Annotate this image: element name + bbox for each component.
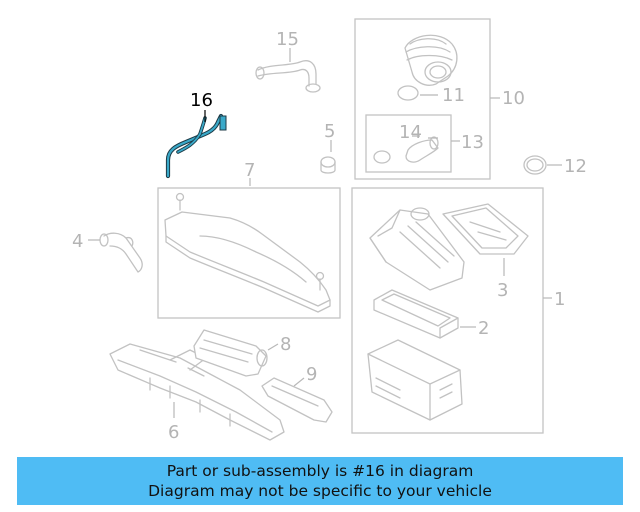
part-12-clamp[interactable] — [523, 155, 547, 175]
part-3-cover[interactable] — [442, 203, 529, 255]
part-16-tube[interactable] — [165, 113, 227, 179]
part-15-hose[interactable] — [255, 60, 321, 93]
part-5-grommet[interactable] — [320, 156, 336, 174]
part-8-resonator[interactable] — [193, 329, 268, 377]
parts-diagram: 15 16 5 10 11 13 14 — [72, 18, 587, 443]
part-9-seal[interactable] — [261, 377, 333, 423]
callout-4: 4 — [72, 231, 83, 252]
assembly-box-7 — [157, 187, 341, 319]
callout-15: 15 — [276, 29, 299, 50]
part-6-lower-duct[interactable] — [109, 343, 285, 441]
assembly-box-1 — [351, 187, 544, 434]
callout-6: 6 — [168, 422, 179, 443]
part-4-hose[interactable] — [99, 232, 143, 273]
info-banner: Part or sub-assembly is #16 in diagram D… — [17, 457, 623, 505]
callout-8: 8 — [280, 334, 291, 355]
callout-13: 13 — [461, 132, 484, 153]
callout-11: 11 — [442, 85, 465, 106]
callout-16: 16 — [190, 90, 213, 111]
callout-12: 12 — [564, 156, 587, 177]
assembly-box-13 — [365, 114, 452, 173]
part-1-upper-housing[interactable] — [369, 207, 465, 291]
callout-2: 2 — [478, 318, 489, 339]
callout-7: 7 — [244, 160, 255, 181]
banner-line-1: Part or sub-assembly is #16 in diagram — [166, 462, 474, 480]
part-10-intake-duct[interactable] — [404, 34, 458, 86]
banner-line-2: Diagram may not be specific to your vehi… — [148, 482, 492, 500]
part-7-air-guide[interactable] — [164, 192, 331, 313]
callout-14: 14 — [399, 122, 422, 143]
callout-3: 3 — [497, 280, 508, 301]
callout-9: 9 — [306, 364, 317, 385]
callout-10: 10 — [502, 88, 525, 109]
part-1-lower-housing[interactable] — [367, 339, 463, 421]
callout-1: 1 — [554, 289, 565, 310]
part-2-filter[interactable] — [373, 289, 459, 339]
callout-5: 5 — [324, 121, 335, 142]
assembly-box-10 — [354, 18, 491, 180]
part-11-ring[interactable] — [397, 85, 419, 101]
part-14-elbow[interactable] — [373, 136, 439, 164]
